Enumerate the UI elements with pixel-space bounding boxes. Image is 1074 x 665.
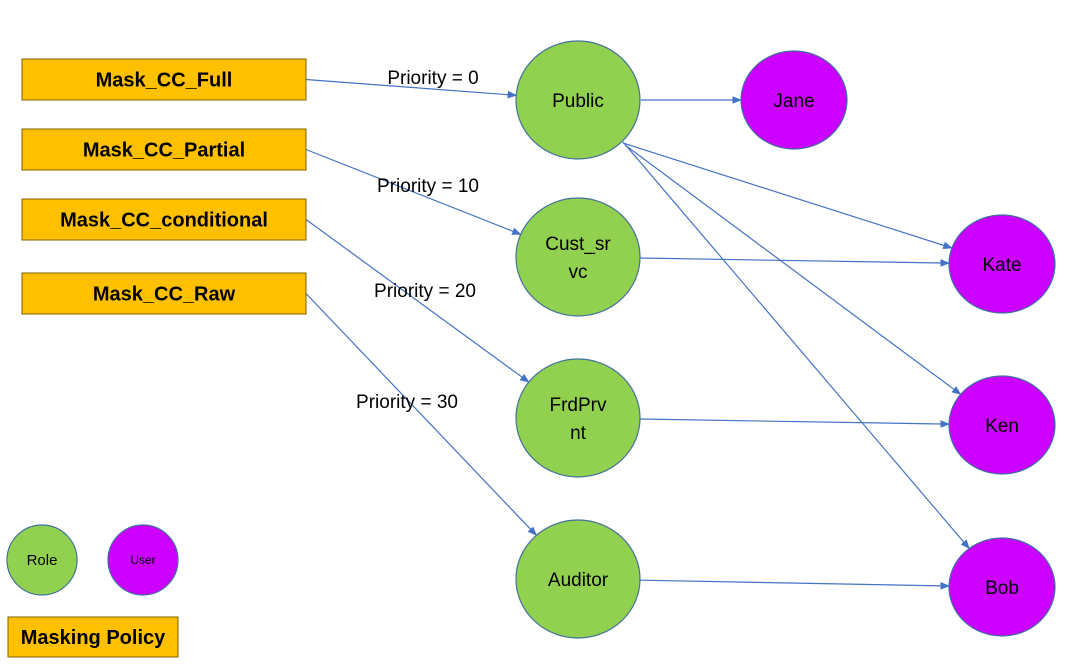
membership-edge-public-bob (622, 141, 970, 550)
legend-role-label: Role (27, 552, 58, 569)
policy-box-full (21, 58, 307, 101)
policy-box-partial (21, 128, 307, 171)
role-label-cust: Cust_sr (545, 234, 611, 255)
membership-edge-public-ken (624, 144, 962, 395)
legend-user-label: User (130, 553, 155, 567)
policy-label-raw: Mask_CC_Raw (93, 284, 236, 306)
role-label-auditor: Auditor (548, 570, 609, 591)
user-label-jane: Jane (773, 91, 814, 112)
priority-label: Priority = 20 (374, 281, 476, 302)
user-node-ken (948, 375, 1056, 475)
priority-edge-raw-auditor (305, 293, 538, 536)
legend-policy-label: Masking Policy (21, 627, 166, 649)
priority-label: Priority = 10 (377, 176, 479, 197)
membership-edge-auditor-bob (639, 579, 950, 590)
role-label-frd: nt (570, 423, 587, 444)
policy-box-raw (21, 272, 307, 315)
legend-user-circle (107, 524, 179, 596)
priority-edge-partial-cust (305, 148, 522, 235)
priority-edge-conditional-frd (305, 219, 530, 383)
user-label-bob: Bob (985, 578, 1019, 599)
priority-edge-full-public (305, 78, 518, 99)
role-node-auditor (515, 519, 641, 639)
policy-label-full: Mask_CC_Full (96, 70, 233, 92)
policy-label-conditional: Mask_CC_conditional (60, 210, 268, 232)
legend-role-circle (6, 524, 78, 596)
policy-label-partial: Mask_CC_Partial (83, 140, 245, 162)
user-label-ken: Ken (985, 416, 1019, 437)
user-node-bob (948, 537, 1056, 637)
legend-policy-box (7, 616, 179, 658)
membership-edge-public-kate (622, 142, 953, 250)
role-label-cust: vc (569, 262, 588, 283)
role-node-frd (515, 358, 641, 478)
priority-label: Priority = 0 (387, 68, 478, 89)
user-node-kate (948, 214, 1056, 314)
user-node-jane (740, 50, 848, 150)
priority-label: Priority = 30 (356, 392, 458, 413)
policy-box-conditional (21, 198, 307, 241)
user-label-kate: Kate (982, 255, 1021, 276)
role-node-public (515, 40, 641, 160)
role-label-public: Public (552, 91, 604, 112)
membership-edge-frd-ken (639, 418, 950, 428)
membership-edge-cust-kate (639, 257, 950, 267)
role-node-cust (515, 197, 641, 317)
role-label-frd: FrdPrv (550, 395, 608, 416)
legend: Role User Masking Policy (6, 524, 179, 658)
